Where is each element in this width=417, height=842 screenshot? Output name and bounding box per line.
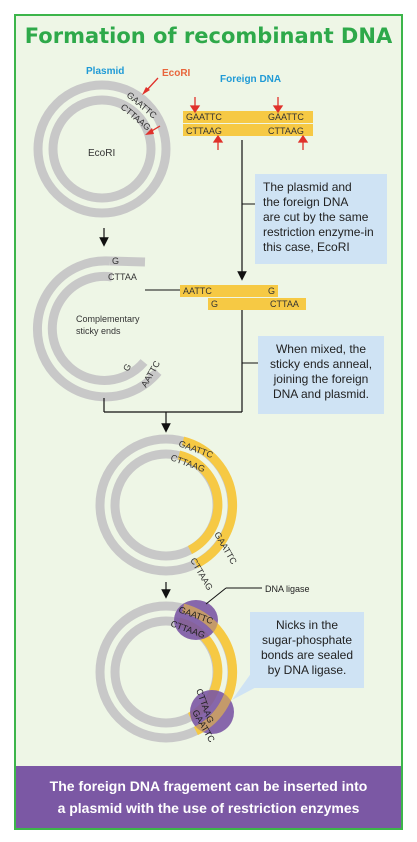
fragment-cttaa: CTTAA (270, 299, 299, 309)
note-nicks: Nicks in the sugar-phosphate bonds are s… (250, 612, 364, 688)
cut-plasmid-g: G (112, 256, 119, 266)
recombinant-plasmid: GAATTC CTTAAG CTTAAG GAATTC (95, 434, 239, 592)
note-cut-line: this case, EcoRI (263, 240, 350, 254)
cut-plasmid-cttaa: CTTAA (108, 272, 137, 282)
ecori-enzyme-label: EcoRI (162, 68, 191, 79)
page-title: Formation of recombinant DNA (24, 24, 393, 48)
fragment-g-top: G (268, 286, 275, 296)
foreign-seq-1b: GAATTC (268, 112, 304, 122)
note-mixed-line: joining the foreign (273, 372, 369, 386)
note-cut-line: are cut by the same (263, 210, 369, 224)
foreign-dna-label: Foreign DNA (220, 74, 281, 85)
fragment-aattc: AATTC (183, 286, 212, 296)
ligase-plasmid: GAATTC CTTAAG CTTAAG GAATTC DNA ligase (95, 584, 310, 744)
note-cut-line: the foreign DNA (263, 195, 349, 209)
footer-line: a plasmid with the use of restriction en… (57, 800, 360, 816)
foreign-dna-stage2: AATTC G G CTTAA (180, 285, 306, 310)
note-nicks-line: sugar-phosphate (261, 633, 353, 647)
fragment-g-bottom: G (211, 299, 218, 309)
ecori-cut-arrowhead-2 (145, 128, 154, 135)
note-cut-line: restriction enzyme-in (263, 225, 374, 239)
note-mixed: When mixed, the sticky ends anneal, join… (258, 336, 384, 414)
note-nicks-line: by DNA ligase. (267, 663, 347, 677)
plasmid-stage2: G CTTAA G AATTC Complementary sticky end… (33, 256, 182, 402)
plasmid-label: Plasmid (86, 66, 124, 77)
note-mixed-line: sticky ends anneal, (269, 357, 373, 371)
footer-line: The foreign DNA fragement can be inserte… (49, 778, 368, 794)
complementary-label: Complementary (76, 314, 140, 324)
sticky-ends-label: sticky ends (76, 326, 121, 336)
note-mixed-line: DNA and plasmid. (272, 387, 370, 401)
cut-plasmid-g2: G (121, 362, 133, 373)
note-cut: The plasmid and the foreign DNA are cut … (255, 174, 387, 264)
note-mixed-line: When mixed, the (275, 342, 367, 356)
foreign-seq-1a: GAATTC (186, 112, 222, 122)
note-nicks-line: Nicks in the (275, 618, 339, 632)
ligase-pointer (205, 587, 227, 605)
foreign-dna-stage1: GAATTC GAATTC CTTAAG CTTAAG (183, 97, 313, 150)
foreign-cut-arrows (189, 97, 309, 150)
footer-caption: The foreign DNA fragement can be inserte… (16, 766, 401, 828)
note-cut-line: The plasmid and (263, 180, 352, 194)
dna-ligase-label: DNA ligase (265, 584, 310, 594)
plasmid-stage1: GAATTC CTTAAG EcoRI (33, 77, 171, 218)
foreign-seq-2a: CTTAAG (186, 126, 222, 136)
note-nicks-line: bonds are sealed (260, 648, 354, 662)
foreign-seq-2b: CTTAAG (268, 126, 304, 136)
ecori-cut-arrowhead-1 (142, 87, 150, 95)
ecori-site-label: EcoRI (88, 148, 115, 159)
